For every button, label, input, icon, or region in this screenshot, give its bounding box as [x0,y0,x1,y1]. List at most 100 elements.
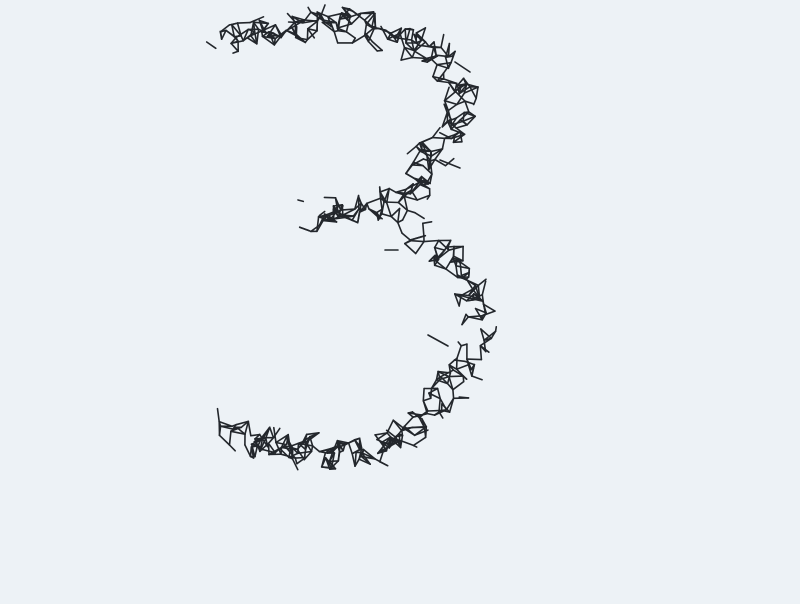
mesh-edge [298,200,303,201]
mesh-edge [423,389,424,401]
mesh-edge [433,65,437,77]
mesh-edge [460,263,461,275]
mesh-edge [482,281,485,295]
mesh-edge [248,421,251,435]
mesh-edge [402,441,414,445]
mesh-edge [412,58,426,59]
mesh-edge [416,242,424,254]
mesh-edge [313,446,320,452]
mesh-edge [432,128,440,138]
mesh-edge [400,33,405,47]
mesh-edge [391,217,398,223]
mesh-edge [485,348,486,351]
mesh-edge [274,39,275,45]
mesh-edge [423,223,424,236]
mesh-edge [412,30,414,40]
mesh-edge [449,360,454,365]
mesh-edge [453,382,464,390]
mesh-edge [255,446,258,457]
mesh-edge [441,35,444,48]
mesh-edge [230,445,236,451]
mesh-edge [461,344,467,346]
mesh-edge [407,146,416,153]
mesh-edge [434,257,435,266]
mesh-edge [300,227,309,230]
mesh-edge [346,32,355,38]
mesh-edge [472,376,482,380]
mesh-edge [270,427,274,437]
mesh-edge [404,427,413,428]
mesh-edge [463,376,464,382]
mesh-edge [334,32,338,43]
mesh-edge [437,81,448,83]
mesh-edge [238,23,250,24]
mesh-edge [457,365,469,369]
mesh-edge [296,27,297,38]
mesh-edge [328,14,341,17]
mesh-edge [372,42,382,51]
mesh-edge [401,48,404,61]
mesh-edge [341,209,355,210]
mesh-edge [308,7,311,12]
mesh-edge [339,443,349,444]
mesh-edge [320,5,325,18]
mesh-edge [295,458,297,464]
mesh-edge [453,390,454,399]
mesh-edge [358,213,360,223]
mesh-edge [457,346,461,358]
mesh-edge [453,247,454,259]
mesh-edge [207,42,216,48]
mesh-edge [269,438,274,444]
mesh-edge [375,459,388,466]
mesh-edge [402,233,411,241]
mesh-edge [406,165,412,174]
mesh-edge [230,431,231,445]
mesh-edge [220,426,221,435]
mesh-edge [448,104,457,110]
mesh-edge [423,398,431,401]
mesh-edge [449,376,463,377]
mesh-edge [405,244,416,254]
mesh-edge [474,98,477,104]
mesh-edge [455,360,465,361]
mesh-edge [381,27,388,40]
mesh-edge [467,359,482,360]
mesh-edge [380,187,381,198]
mesh-edge [406,29,410,43]
mesh-edge [295,458,305,459]
mesh-edge [218,409,220,422]
mesh-edge [455,62,470,72]
mesh-edge [389,189,396,193]
mesh-edge [404,417,413,426]
mesh-edge [231,43,238,51]
mesh-edge [403,210,408,220]
mesh-edge [428,335,448,346]
mesh-edge [349,438,360,443]
mesh-edge [476,87,478,98]
mesh-edge [322,467,332,468]
mesh-edge [412,165,423,166]
mesh-edge [446,56,453,57]
mesh-edge [456,125,467,128]
mesh-edge [397,38,412,40]
mesh-edge [387,203,392,217]
mesh-edge [415,213,424,219]
mesh-edge [424,241,439,242]
mesh-edge [423,222,432,224]
mesh-edge [413,437,425,445]
mesh-edge [398,223,402,234]
mesh-edge [245,445,251,457]
mesh-edge [274,428,276,443]
mesh-edge [367,198,381,203]
mesh-edge [427,414,434,416]
mesh-edge [426,427,427,438]
mesh-edge [412,51,414,57]
mesh-edge [432,138,444,139]
mesh-edge [355,452,356,466]
mesh-edge [232,23,238,25]
mesh-edge [352,16,360,24]
mesh-edge [377,50,382,51]
mesh-edge [484,340,485,348]
